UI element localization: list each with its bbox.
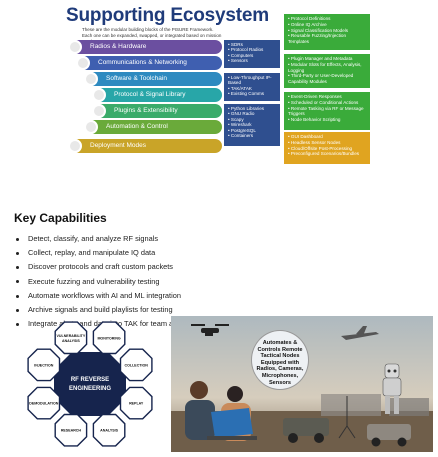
group-item: Plugin Manager and Metadata xyxy=(288,56,366,62)
ecosystem-layer: Protocol & Signal Library xyxy=(92,88,222,102)
group-item: Python Libraries xyxy=(228,106,276,111)
diagram-node xyxy=(119,348,153,382)
diagram-node-label: COLLECTION xyxy=(125,363,149,367)
center-octagon xyxy=(54,352,126,416)
layer-label: Deployment Modes xyxy=(90,142,146,149)
group-item: Existing Comms xyxy=(228,91,276,96)
diagram-node-label: ANALYSIS xyxy=(100,429,118,433)
person-icon xyxy=(185,381,215,440)
diagram-node-label: DEMODULATION xyxy=(29,402,58,406)
ecosystem-layer: Communications & Networking xyxy=(76,56,222,70)
diagram-node xyxy=(54,413,88,447)
layer-dot-icon xyxy=(92,104,106,118)
diagram-node xyxy=(92,413,126,447)
key-capabilities-heading: Key Capabilities xyxy=(14,211,107,225)
group-item: Cloud/Offsite Post-Processing xyxy=(288,146,366,152)
layer-label: Plugins & Extensibility xyxy=(114,107,178,114)
layer-dot-icon xyxy=(84,72,98,86)
list-item: Execute fuzzing and vulnerability testin… xyxy=(14,275,314,289)
diagram-node-label: MONITORING xyxy=(97,336,120,340)
layer-label: Communications & Networking xyxy=(98,59,187,66)
group-item: Protocol Radios xyxy=(228,47,276,52)
group-item: Node Behavior Scripting xyxy=(288,117,366,123)
ecosystem-layer: Automation & Control xyxy=(84,120,222,134)
tactical-nodes-photo: Automates & Controls Remote Tactical Nod… xyxy=(171,316,433,452)
diagram-node xyxy=(92,321,126,355)
group-item: Scheduled or Conditional Actions xyxy=(288,100,366,106)
right-group-deployment: GUI DashboardHeadless Sensor NodesCloud/… xyxy=(284,132,370,164)
diagram-node-label: REPLAY xyxy=(129,402,144,406)
group-item: Third-Party or User-Developed Capability… xyxy=(288,73,366,85)
group-item: GUI Dashboard xyxy=(288,134,366,140)
layer-dot-icon xyxy=(68,139,82,153)
group-item: Remote Tasking via RF or Message Trigger… xyxy=(288,106,366,118)
ecosystem-title: Supporting Ecosystem xyxy=(66,5,269,26)
layer-label: Software & Toolchain xyxy=(106,75,167,82)
middle-group-hardware: SDRsProtocol RadiosComputersSensors xyxy=(224,40,280,68)
group-item: Wireshark xyxy=(228,122,276,127)
group-item: Containers xyxy=(228,133,276,138)
layer-dot-icon xyxy=(68,40,82,54)
middle-group-software: Python LibrariesGNU RadioScapyWiresharkP… xyxy=(224,104,280,146)
group-item: Sensors xyxy=(228,58,276,63)
list-item: Discover protocols and craft custom pack… xyxy=(14,260,314,274)
layer-dot-icon xyxy=(92,88,106,102)
center-label-line2: ENGINEERING xyxy=(69,386,111,392)
list-item: Automate workflows with AI and ML integr… xyxy=(14,289,314,303)
antenna-icon xyxy=(338,396,356,439)
diagram-node xyxy=(119,386,153,420)
robot-icon xyxy=(382,363,402,414)
right-group-plugins: Plugin Manager and MetadataModular Slots… xyxy=(284,54,370,88)
list-item: Collect, replay, and manipulate IQ data xyxy=(14,246,314,260)
layer-dot-icon xyxy=(76,56,90,70)
group-item: Low-Throughput IP-Based xyxy=(228,75,276,86)
layer-label: Radios & Hardware xyxy=(90,43,147,50)
group-item: Modular Slots for Effects, Analysis, Log… xyxy=(288,62,366,74)
group-item: Signal Classification Models xyxy=(288,28,366,34)
ecosystem-layer: Radios & Hardware xyxy=(68,40,222,54)
diagram-node-label: RESEARCH xyxy=(61,429,82,433)
vehicle-icon xyxy=(283,418,329,443)
group-item: Event-Driven Responses xyxy=(288,94,366,100)
vehicle-icon xyxy=(367,424,411,447)
group-item: SDRs xyxy=(228,42,276,47)
rf-reverse-engineering-diagram: RF REVERSE ENGINEERING VULNERABILITYANAL… xyxy=(27,321,153,447)
group-item: Protocol Definitions xyxy=(288,16,366,22)
ecosystem-layer: Software & Toolchain xyxy=(84,72,222,86)
group-item: GNU Radio xyxy=(228,111,276,116)
drone-icon xyxy=(191,324,229,336)
diagram-node-label: ANALYSIS xyxy=(62,339,80,343)
right-group-automation: Event-Driven ResponsesScheduled or Condi… xyxy=(284,92,370,130)
layer-label: Automation & Control xyxy=(106,123,168,130)
diagram-node-label: INJECTION xyxy=(34,363,54,367)
laptop-icon xyxy=(207,408,257,440)
diagram-node-label: VULNERABILITY xyxy=(57,334,86,338)
diagram-node xyxy=(27,386,61,420)
group-item: Computers xyxy=(228,53,276,58)
supporting-ecosystem-graphic: Supporting Ecosystem These are the modul… xyxy=(0,0,438,195)
layer-label: Protocol & Signal Library xyxy=(114,91,186,98)
group-item: PostgreSQL xyxy=(228,128,276,133)
diagram-node xyxy=(27,348,61,382)
group-item: Preconfigured Scenarios/Bundles xyxy=(288,151,366,157)
airplane-icon xyxy=(341,326,379,340)
layer-dot-icon xyxy=(84,120,98,134)
center-label-line1: RF REVERSE xyxy=(71,377,109,383)
group-item: Headless Sensor Nodes xyxy=(288,140,366,146)
group-item: TAK/ATAK xyxy=(228,86,276,91)
right-group-protocol-library: Protocol DefinitionsOnline IQ ArchiveSig… xyxy=(284,14,370,50)
diagram-node xyxy=(54,321,88,355)
list-item: Detect, classify, and analyze RF signals xyxy=(14,232,314,246)
photo-scene xyxy=(171,316,433,452)
caption-bubble: Automates & Controls Remote Tactical Nod… xyxy=(251,330,309,390)
ecosystem-layer: Deployment Modes xyxy=(68,139,222,153)
ecosystem-layer: Plugins & Extensibility xyxy=(92,104,222,118)
list-item: Archive signals and build playlists for … xyxy=(14,303,314,317)
group-item: Reusable Fuzzing/Injection Templates xyxy=(288,33,366,45)
group-item: Online IQ Archive xyxy=(288,22,366,28)
group-item: Scapy xyxy=(228,117,276,122)
middle-group-comms: Low-Throughput IP-BasedTAK/ATAKExisting … xyxy=(224,73,280,101)
